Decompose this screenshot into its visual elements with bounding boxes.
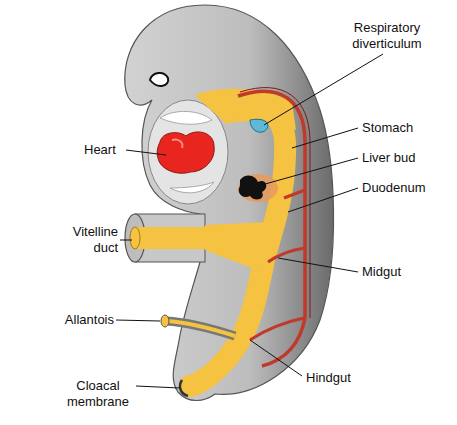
heart-highlight: [172, 139, 182, 148]
midgut-loop: [205, 222, 268, 272]
structure-label: Duodenum: [362, 180, 437, 196]
leader-line: [292, 128, 358, 148]
liver-region: [238, 174, 278, 202]
inferior-mesenteric-artery: [250, 318, 304, 340]
vitelline-duct-lumen-end: [130, 227, 140, 249]
leader-line: [278, 258, 358, 272]
leader-line: [116, 320, 160, 321]
leader-line: [264, 54, 383, 125]
structure-label: Cloacal membrane: [58, 378, 138, 410]
structure-label: Allantois: [44, 312, 114, 328]
liver-bud: [239, 176, 267, 200]
allantois-end: [161, 315, 169, 327]
pericardial-space: [160, 111, 212, 124]
respiratory-diverticulum: [250, 119, 268, 132]
leader-line: [120, 240, 132, 241]
heart: [157, 132, 214, 173]
vitelline-duct-lumen: [135, 227, 215, 249]
cloacal-membrane: [180, 380, 188, 396]
leader-lines: [116, 54, 383, 388]
structure-label: Midgut: [362, 264, 422, 280]
dorsal-aorta: [238, 91, 305, 366]
structure-label: Respiratory diverticulum: [338, 20, 436, 52]
eye: [150, 73, 168, 86]
structure-label: Heart: [84, 142, 129, 158]
allantois: [166, 321, 235, 336]
structure-label: Liver bud: [362, 150, 432, 166]
celiac-artery: [284, 190, 305, 198]
dorsal-aorta-edge: [240, 88, 310, 318]
gut-tube: [190, 108, 285, 386]
leader-line: [288, 188, 358, 212]
embryo-body: [125, 5, 334, 401]
leader-line: [258, 158, 358, 186]
pericardial-space: [170, 182, 214, 193]
leader-line: [126, 150, 166, 155]
leader-line: [136, 386, 180, 388]
leader-line: [250, 340, 302, 376]
structure-label: Vitelline duct: [46, 224, 118, 256]
structure-label: Stomach: [362, 120, 432, 136]
pericardial-cavity: [148, 100, 228, 204]
structure-label: Hindgut: [306, 370, 366, 386]
allantois-lumen: [166, 321, 235, 336]
